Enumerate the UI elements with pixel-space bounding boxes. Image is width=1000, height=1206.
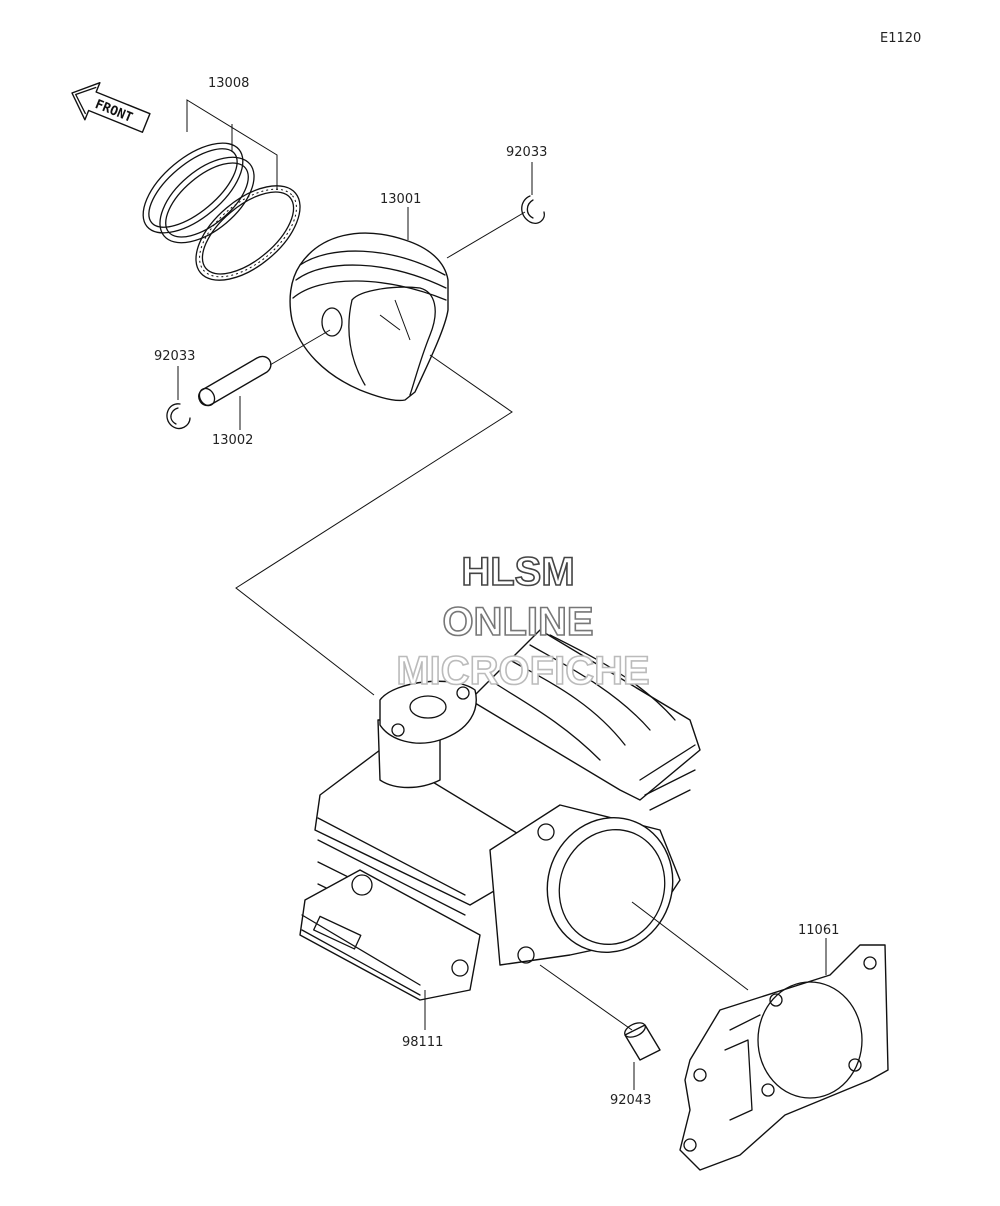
- watermark-line2: ONLINE: [442, 600, 593, 644]
- dowel-pin: [624, 1022, 661, 1061]
- label-13001: 13001: [380, 192, 421, 207]
- label-11061: 11061: [798, 923, 839, 938]
- watermark: HLSM ONLINE MICROFICHE: [396, 549, 651, 694]
- label-92033-left: 92033: [154, 349, 195, 364]
- label-92033-right: 92033: [506, 145, 547, 160]
- label-98111: 98111: [402, 1035, 443, 1050]
- diagram-code: E1120: [880, 31, 921, 46]
- piston-pin: [198, 355, 272, 407]
- label-13008: 13008: [208, 76, 249, 91]
- ring-set-bracket: [186, 99, 278, 190]
- assembly-guide-line: [235, 354, 513, 696]
- watermark-line3: MICROFICHE: [396, 649, 649, 693]
- piston: [289, 232, 449, 402]
- snap-ring-right: [521, 195, 545, 224]
- snap-ring-left: [166, 403, 191, 430]
- label-13002: 13002: [212, 433, 253, 448]
- gasket-guide-line: [631, 901, 749, 991]
- front-arrow-icon: FRONT: [71, 81, 151, 133]
- cylinder-gasket: [679, 944, 889, 1171]
- cylinder: [299, 629, 701, 1001]
- watermark-line1: HLSM: [461, 550, 574, 594]
- piston-rings: [142, 142, 301, 281]
- label-92043: 92043: [610, 1093, 651, 1108]
